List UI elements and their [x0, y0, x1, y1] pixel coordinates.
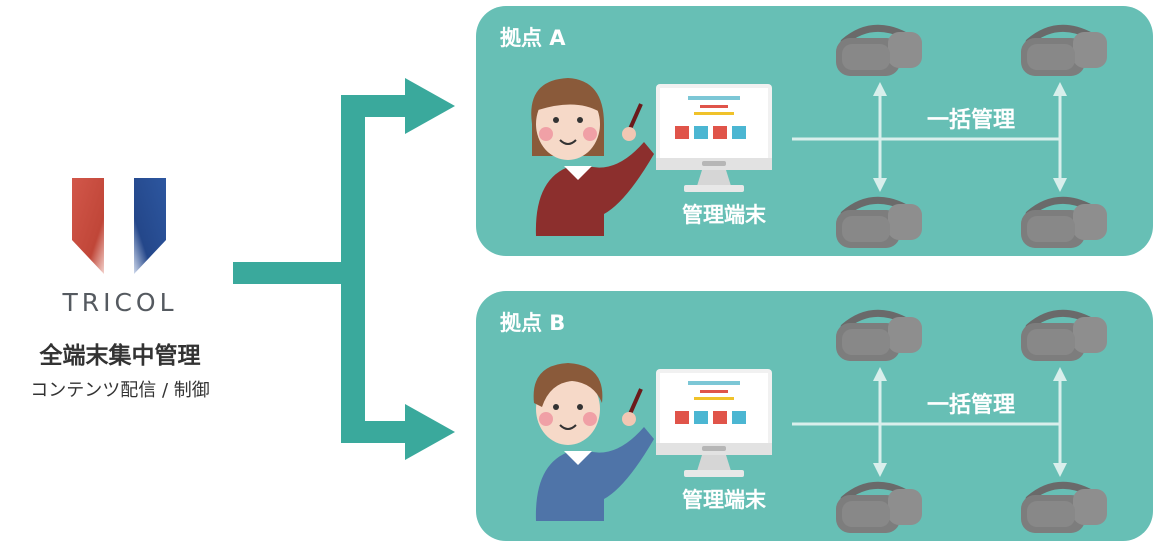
- site-label: 拠点 A: [500, 26, 566, 50]
- arrow-trunk: [341, 95, 365, 443]
- arrow-branch-a: [341, 95, 413, 117]
- bulk-management-label: 一括管理: [926, 393, 1015, 418]
- tricol-logo-icon: [72, 178, 166, 274]
- sub-title: コンテンツ配信 / 制御: [30, 380, 210, 401]
- terminal-label: 管理端末: [682, 203, 766, 227]
- arrow-head-b: [405, 404, 455, 460]
- site-panel-b: 拠点 B 管理端末 一括管理: [476, 291, 1153, 541]
- terminal-label: 管理端末: [682, 488, 766, 512]
- arrow-head-a: [405, 78, 455, 134]
- main-title: 全端末集中管理: [39, 343, 201, 369]
- site-panel-a: 拠点 A 管理端末 一括管理: [476, 6, 1153, 256]
- bulk-management-label: 一括管理: [926, 108, 1015, 133]
- arrow-branch-b: [341, 421, 413, 443]
- brand-name: TRICOL: [62, 288, 178, 317]
- arrow-stem: [233, 262, 345, 284]
- site-label: 拠点 B: [500, 311, 566, 335]
